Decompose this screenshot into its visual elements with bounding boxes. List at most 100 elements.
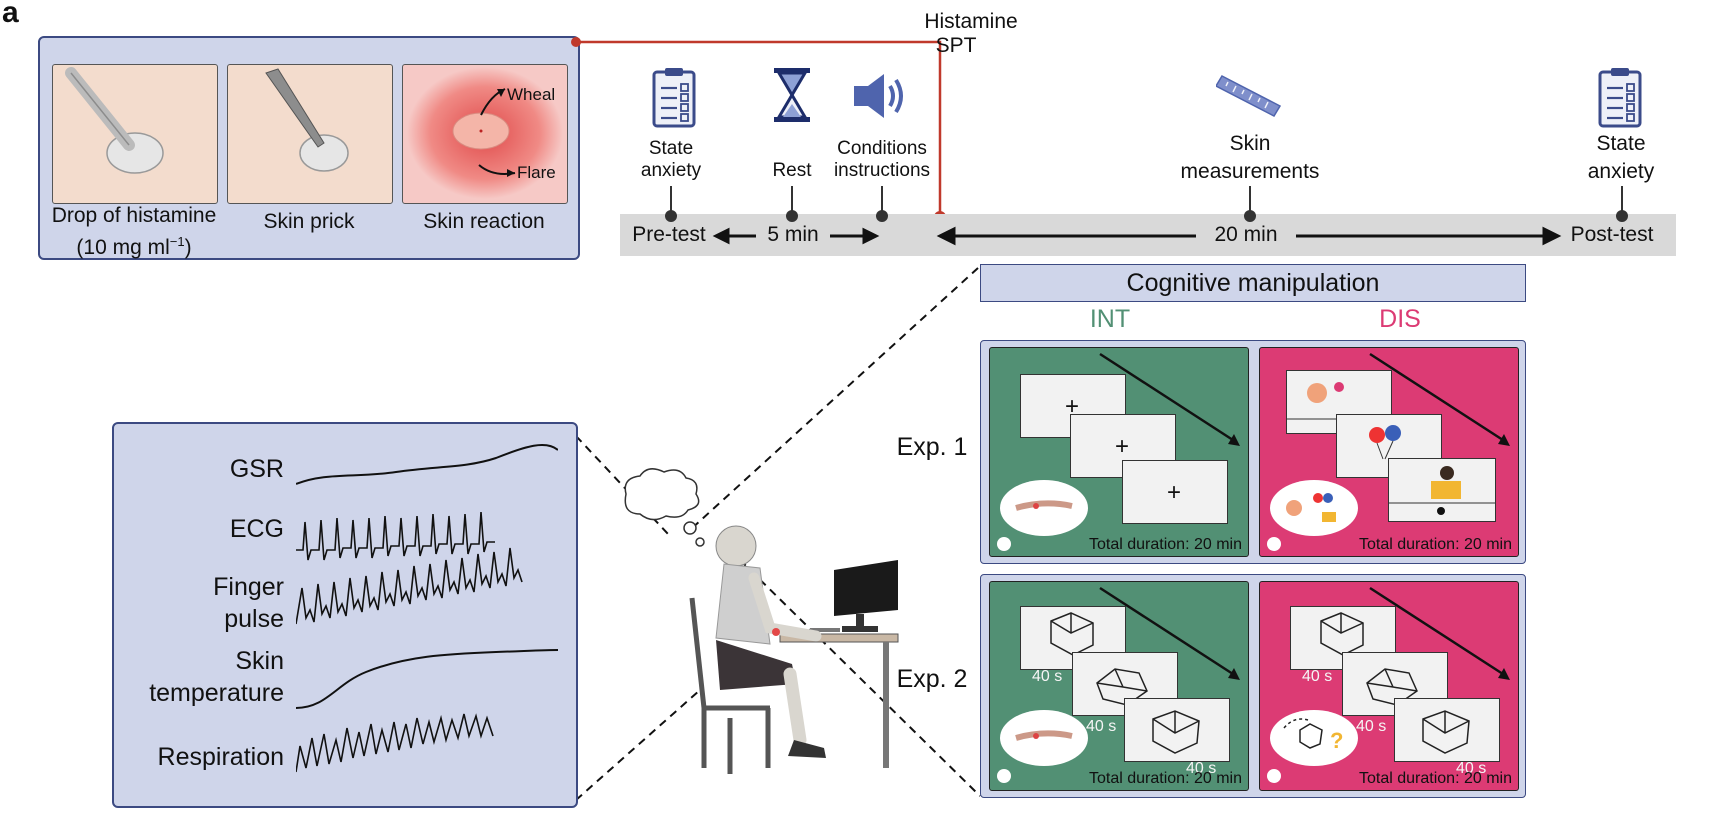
dose-close: ) (184, 236, 192, 259)
respiration-label: Respiration (157, 743, 284, 771)
rest-label: Rest (772, 160, 812, 181)
int-label: INT (1089, 305, 1131, 333)
duration-label: Total duration: 20 min (1089, 770, 1242, 787)
gsr-label: GSR (229, 455, 284, 483)
duration-label: Total duration: 20 min (1359, 536, 1512, 553)
timeline-tick (1249, 186, 1251, 214)
video-still-balloons-icon (1369, 425, 1401, 460)
timeline-marker (1244, 210, 1256, 222)
skin-measurements-label-line2: measurements (1180, 160, 1320, 183)
wheal-label: Wheal (507, 85, 556, 104)
state-anxiety-pre-label-line1: State (648, 138, 694, 159)
clipboard-icon (1598, 68, 1642, 128)
conditions-label-line1: Conditions (837, 138, 927, 159)
physiological-signals-panel: GSR ECG Finger pulse Skin temperature Re… (112, 422, 578, 808)
stimulus-duration-label: 40 s (1302, 668, 1333, 685)
drop-of-histamine-image (52, 64, 218, 204)
skin-reaction-image: Wheal Flare (402, 64, 568, 204)
sequence-arrow-icon (1369, 352, 1510, 446)
fixation-cross-icon: + (1167, 479, 1182, 506)
participant-at-computer-illustration (624, 468, 899, 774)
five-min-label: 5 min (767, 223, 819, 246)
skin-temperature-label-line1: Skin (235, 647, 284, 675)
exp1-int-condition: + + + Total duration: 20 min (989, 347, 1249, 557)
thought-bubble-icon (624, 468, 705, 547)
histamine-spt-label-line2: SPT (935, 34, 977, 57)
skin-prick-image (227, 64, 393, 204)
skin-prick-label: Skin prick (263, 210, 355, 233)
dose-exponent: −1 (169, 234, 185, 249)
thought-cloud-arm-icon (997, 480, 1088, 551)
fixation-screen: + (1122, 460, 1228, 524)
drop-of-histamine-label: Drop of histamine (51, 204, 217, 227)
stimulus-duration-label: 40 s (1456, 760, 1487, 777)
dose-text: (10 mg ml (76, 236, 170, 259)
mental-rotation-screen (1394, 698, 1500, 762)
timeline-tick (670, 186, 672, 214)
exp1-label: Exp. 1 (896, 433, 968, 461)
3d-block-figure-icon (1422, 710, 1470, 754)
video-still-guitar-icon (1389, 466, 1495, 515)
sequence-arrow-icon (1099, 352, 1240, 446)
exp1-panel: + + + Total duration: 20 min (980, 340, 1526, 564)
dis-label: DIS (1379, 305, 1421, 333)
3d-block-figure-icon (1366, 668, 1418, 706)
timeline-tick (1621, 186, 1623, 214)
skin-temperature-trace (296, 649, 558, 709)
stimulus-duration-label: 40 s (1186, 760, 1217, 777)
finger-pulse-label-line2: pulse (224, 605, 284, 633)
gsr-trace (296, 443, 558, 485)
fixation-cross-icon: + (1065, 393, 1080, 420)
timeline-marker (1616, 210, 1628, 222)
thought-cloud-arm-icon (997, 710, 1088, 783)
stimulus-duration-label: 40 s (1086, 718, 1117, 735)
mental-rotation-screen (1124, 698, 1230, 762)
timeline-marker (665, 210, 677, 222)
ruler-icon (1216, 75, 1282, 117)
timeline-marker (876, 210, 888, 222)
respiration-trace (296, 713, 494, 773)
video-screen (1388, 458, 1496, 522)
thought-cloud-videos-icon (1267, 480, 1358, 551)
speaker-icon (854, 74, 903, 118)
state-anxiety-pre-label-line2: anxiety (640, 160, 702, 181)
hourglass-icon (774, 68, 810, 122)
sequence-arrow-icon (1099, 586, 1240, 680)
exp2-dis-condition: 40 s 40 s 40 s ? Total duration: 20 min (1259, 581, 1519, 791)
skin-temperature-label-line2: temperature (149, 679, 284, 707)
exp2-panel: 40 s 40 s 40 s Total duration: 20 min 40… (980, 574, 1526, 798)
timeline-tick (881, 186, 883, 214)
ecg-label: ECG (229, 515, 284, 543)
exp2-int-condition: 40 s 40 s 40 s Total duration: 20 min (989, 581, 1249, 791)
conditions-label-line2: instructions (833, 160, 931, 181)
duration-label: Total duration: 20 min (1359, 770, 1512, 787)
signal-traces (296, 443, 558, 773)
finger-pulse-label-line1: Finger (213, 573, 284, 601)
state-anxiety-post-label-line1: State (1596, 132, 1646, 155)
cognitive-manipulation-title: Cognitive manipulation (980, 264, 1526, 302)
panel-letter: a (2, 0, 19, 29)
3d-block-figure-icon (1320, 612, 1364, 656)
exp2-label: Exp. 2 (896, 665, 968, 693)
pre-test-label: Pre-test (632, 223, 706, 246)
timeline-marker (786, 210, 798, 222)
skin-measurements-label-line1: Skin (1229, 132, 1271, 155)
pipette-drop-icon (65, 67, 164, 174)
histamine-procedure-panel: Wheal Flare Drop of histamine (10 mg ml−… (38, 36, 580, 260)
3d-block-figure-icon (1096, 668, 1148, 706)
timeline-tick (791, 186, 793, 214)
state-anxiety-post-label-line2: anxiety (1587, 160, 1655, 183)
svg-text:?: ? (1330, 728, 1343, 753)
stimulus-duration-label: 40 s (1356, 718, 1387, 735)
3d-block-figure-icon (1050, 612, 1094, 656)
sequence-arrow-icon (1369, 586, 1510, 680)
exp1-dis-condition: Total duration: 20 min (1259, 347, 1519, 557)
flare-label: Flare (517, 163, 556, 182)
3d-block-figure-icon (1152, 710, 1200, 754)
duration-label: Total duration: 20 min (1089, 536, 1242, 553)
wheal-flare-icon (407, 67, 563, 199)
fixation-cross-icon: + (1115, 433, 1130, 460)
thought-cloud-rotation-icon: ? (1267, 710, 1358, 783)
stimulus-duration-label: 40 s (1032, 668, 1063, 685)
